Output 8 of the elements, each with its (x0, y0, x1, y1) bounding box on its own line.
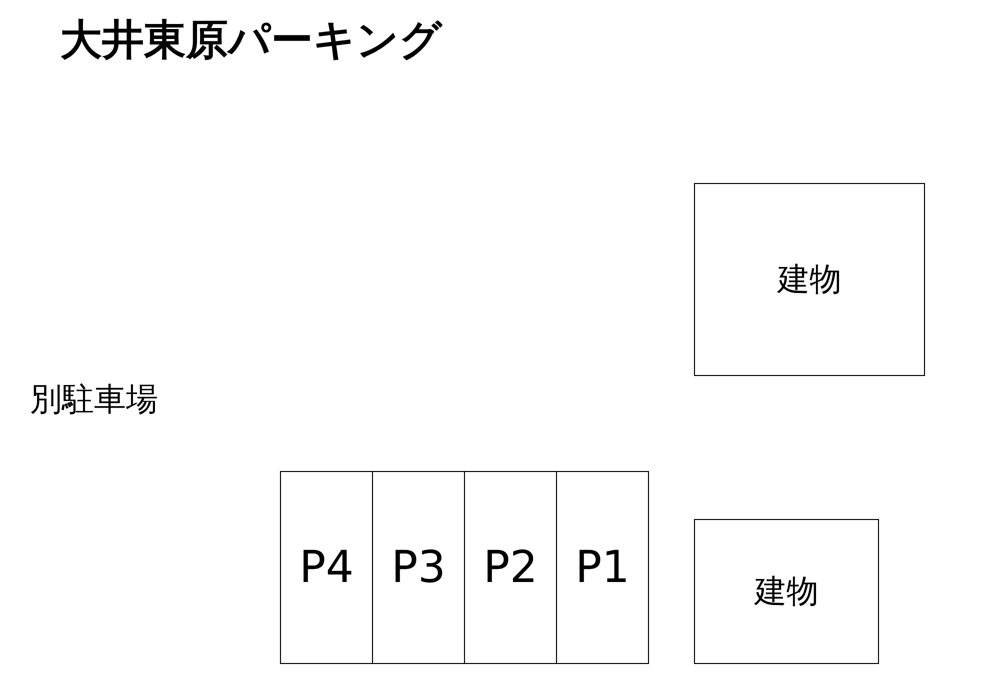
parking-space: P1 (556, 471, 649, 664)
building-box: 建物 (694, 183, 925, 376)
area-label: 別駐車場 (30, 379, 158, 420)
parking-space: P2 (464, 471, 557, 664)
parking-space: P4 (280, 471, 373, 664)
building-box: 建物 (694, 519, 879, 664)
parking-space: P3 (372, 471, 465, 664)
page-title: 大井東原パーキング (60, 14, 442, 66)
